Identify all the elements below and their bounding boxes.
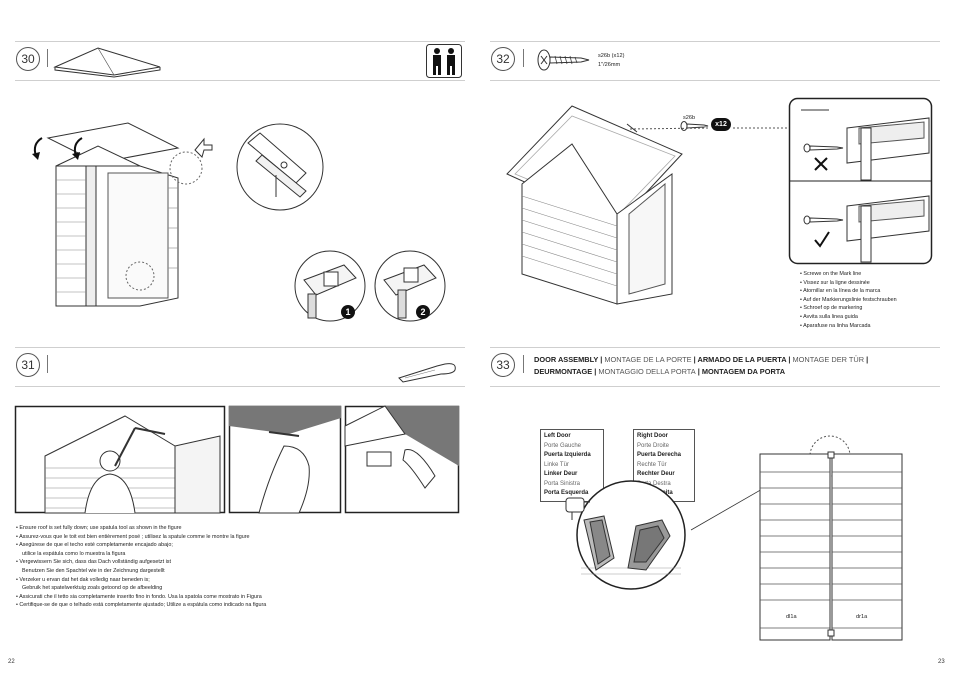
header-rule-32-bottom <box>490 80 940 81</box>
clip-detail-1 <box>294 250 366 322</box>
instruction-line: • Auf der Markierungslinie festschrauben <box>800 296 897 303</box>
page-number-left: 22 <box>8 659 15 665</box>
label-line: Linker Deur <box>544 471 578 477</box>
instruction-line: • Aparafuse na linha Marcada <box>800 322 871 329</box>
label-line: Rechter Deur <box>637 471 675 477</box>
screw-spec-size: 1"/26mm <box>598 62 621 68</box>
door-panels-illustration <box>759 435 903 641</box>
step-number-32: 32 <box>491 47 515 71</box>
instruction-line: • Screwe on the Mark line <box>800 271 862 277</box>
step-separator <box>523 355 524 373</box>
page-number-right: 23 <box>938 659 945 665</box>
instruction-line: • Schroef op de markering <box>800 305 863 312</box>
spatula-tool-icon <box>398 363 456 383</box>
label-line: Right Door <box>637 433 668 439</box>
instruction-line: • Ensure roof is set fully down; use spa… <box>16 525 182 531</box>
title-sep: | <box>786 355 793 364</box>
title-nl: DEURMONTAGE <box>534 367 593 376</box>
step-32-instructions: • Screwe on the Mark line • Vissez sur l… <box>800 270 897 330</box>
shed-screw-illustration <box>506 105 683 305</box>
callout-part-label: s26b <box>683 115 696 121</box>
screw-icon <box>537 49 590 71</box>
instruction-line: • Vissez sur la ligne dessinée <box>800 279 870 286</box>
header-rule-30-bottom <box>15 80 465 81</box>
header-rule-31-top <box>15 347 465 348</box>
two-people-icon <box>426 44 462 78</box>
door-hinge-zoom <box>565 457 817 590</box>
clip-detail-2 <box>374 250 446 322</box>
label-line: Left Door <box>544 433 571 439</box>
instruction-line: • Certifique-se de que o telhado está co… <box>16 602 267 609</box>
instruction-line: utilice la espátula como lo muestra la f… <box>22 550 126 557</box>
label-line: Porte Droite <box>637 442 670 449</box>
instruction-line: • Verzeker u ervan dat het dak volledig … <box>16 576 150 583</box>
title-sep: | <box>592 367 599 376</box>
label-line: Puerta Izquierda <box>544 452 591 458</box>
instruction-line: Gebruik het spatelwerktuig zoals getoond… <box>22 585 163 592</box>
header-rule-30-top <box>15 41 465 42</box>
spatula-closeup-panel-1 <box>228 405 342 514</box>
instruction-line: • Assicurati che il tetto sia completame… <box>16 593 262 600</box>
step-number-33: 33 <box>491 353 515 377</box>
label-line: Porta Sinistra <box>544 480 581 487</box>
shed-roof-illustration <box>32 122 203 307</box>
label-line: Porta Esquerda <box>544 490 589 496</box>
title-pt: MONTAGEM DA PORTA <box>701 367 786 376</box>
instruction-line: • Avvita sulla linea guida <box>800 313 858 320</box>
left-door-label: Left Door Porte Gauche Puerta Izquierda … <box>540 429 604 502</box>
label-line: Puerta Derecha <box>637 452 682 458</box>
detail-badge-1: 1 <box>341 305 355 319</box>
instruction-line: • Asegúrese de que el techo esté complet… <box>16 542 173 549</box>
step-33-title: DOOR ASSEMBLY | MONTAGE DE LA PORTE | AR… <box>534 354 914 378</box>
header-rule-31-bottom <box>15 386 465 387</box>
instruction-line: Benutzen Sie den Spachtel wie in der Zei… <box>22 567 165 574</box>
step-separator <box>47 355 48 373</box>
screw-position-detail <box>788 97 933 265</box>
label-line: Linke Tür <box>544 461 569 468</box>
roof-part-icon <box>53 47 161 78</box>
step-31-instructions: • Ensure roof is set fully down; use spa… <box>16 524 266 610</box>
title-de: MONTAGE DER TÜR <box>792 355 865 364</box>
callout-dashed-line <box>629 127 790 130</box>
title-sep: | <box>695 367 702 376</box>
step-number-30: 30 <box>16 47 40 71</box>
header-rule-33-top <box>490 347 940 348</box>
spatula-closeup-panel-2 <box>344 405 460 514</box>
step-number-31: 31 <box>16 353 40 377</box>
step-separator <box>523 49 524 67</box>
title-fr: MONTAGE DE LA PORTE <box>604 355 692 364</box>
instruction-line: • Assurez-vous que le toit est bien enti… <box>16 533 250 540</box>
instruction-line: • Atornillar en la línea de la marca <box>800 288 881 295</box>
title-en: DOOR ASSEMBLY <box>534 355 599 364</box>
screw-spec-count: s26b (x12) <box>598 53 625 59</box>
label-line: Porta Destra <box>637 480 671 487</box>
detail-badge-2: 2 <box>416 305 430 319</box>
title-it: MONTAGGIO DELLA PORTA <box>598 367 696 376</box>
header-rule-32-top <box>490 41 940 42</box>
part-label-right: dr1a <box>856 614 868 620</box>
arrow-outline-icon <box>194 137 213 158</box>
label-line: Porte Gauche <box>544 442 582 449</box>
header-rule-33-bottom <box>490 386 940 387</box>
title-sep: | <box>598 355 605 364</box>
title-sep: | <box>864 355 869 364</box>
person-using-spatula-panel <box>14 405 226 514</box>
roof-detail-zoom <box>236 123 324 211</box>
quantity-badge: x12 <box>711 118 731 131</box>
label-line: Rechte Tür <box>637 461 667 468</box>
part-label-left: dl1a <box>786 614 797 620</box>
instruction-line: • Vergewissern Sie sich, dass das Dach v… <box>16 559 171 566</box>
title-es: ARMADO DE LA PUERTA <box>697 355 787 364</box>
step-separator <box>47 49 48 67</box>
title-sep: | <box>691 355 698 364</box>
